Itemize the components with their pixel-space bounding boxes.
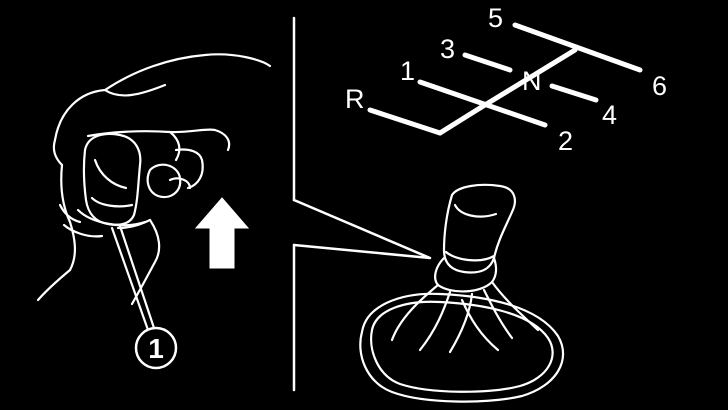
gear-label-3: 3: [440, 34, 455, 64]
gear-label-n: N: [522, 66, 542, 96]
gear-shift-knob-icon: [76, 132, 147, 227]
gear-label-1: 1: [400, 56, 415, 86]
gear-label-5: 5: [488, 3, 503, 33]
gear-label-4: 4: [602, 100, 617, 130]
shift-pattern-labels: R N 1 2 3 4 5 6: [345, 3, 667, 156]
gear-label-6: 6: [652, 71, 667, 101]
callout-number: 1: [148, 333, 164, 364]
tool-icon: [110, 224, 156, 332]
gear-knob-boot-icon: [359, 183, 564, 403]
gear-label-2: 2: [558, 126, 573, 156]
callout-1: 1: [134, 326, 178, 370]
hand-icon: [36, 53, 272, 306]
panel-divider: [292, 16, 432, 392]
gear-label-r: R: [345, 84, 365, 114]
shift-pattern: [367, 22, 643, 136]
up-arrow-icon: [194, 197, 250, 269]
